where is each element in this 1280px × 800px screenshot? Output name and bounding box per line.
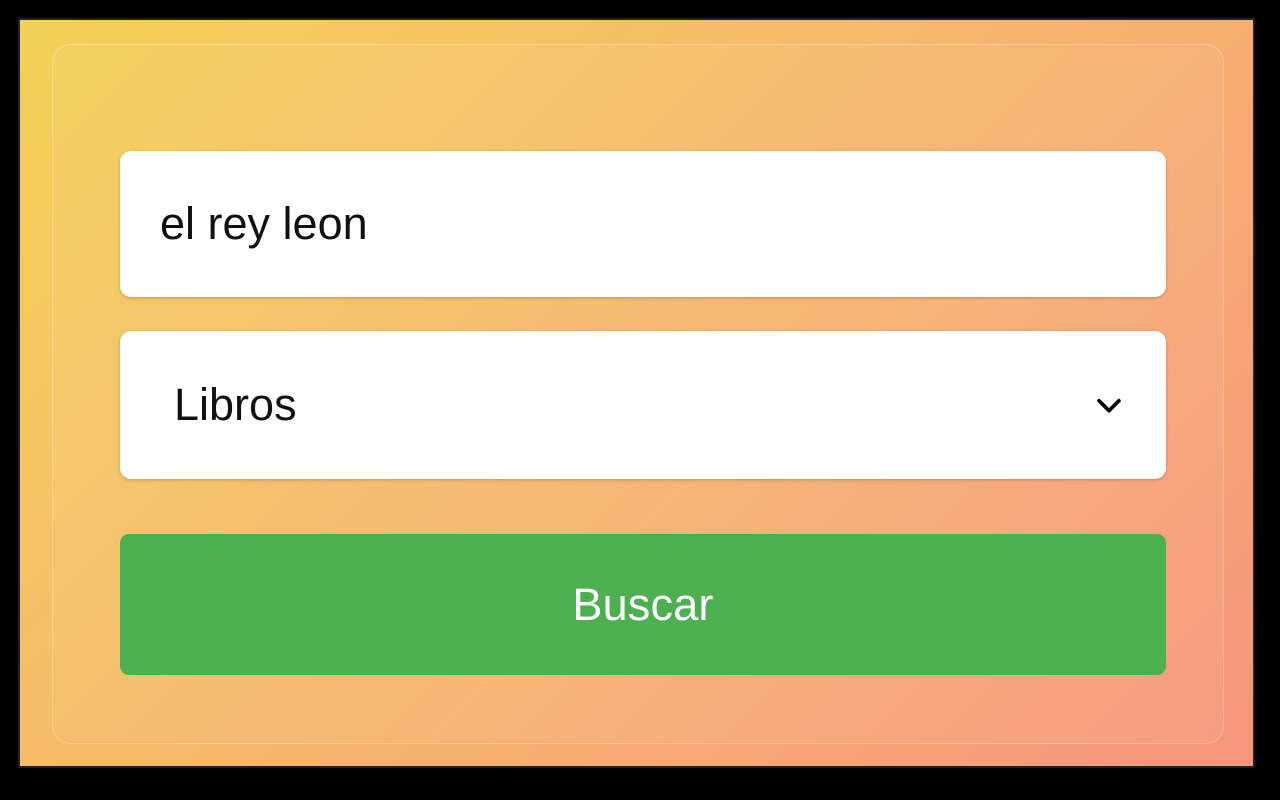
search-form: Libros Buscar: [120, 151, 1166, 675]
browser-page-frame: Libros Buscar: [18, 18, 1255, 768]
category-select-value: Libros: [174, 379, 297, 430]
category-select-wrapper[interactable]: Libros: [120, 331, 1166, 479]
search-submit-button[interactable]: Buscar: [120, 534, 1166, 675]
search-query-input[interactable]: [120, 151, 1166, 297]
category-select[interactable]: Libros: [120, 331, 1166, 479]
search-card: Libros Buscar: [52, 44, 1224, 744]
